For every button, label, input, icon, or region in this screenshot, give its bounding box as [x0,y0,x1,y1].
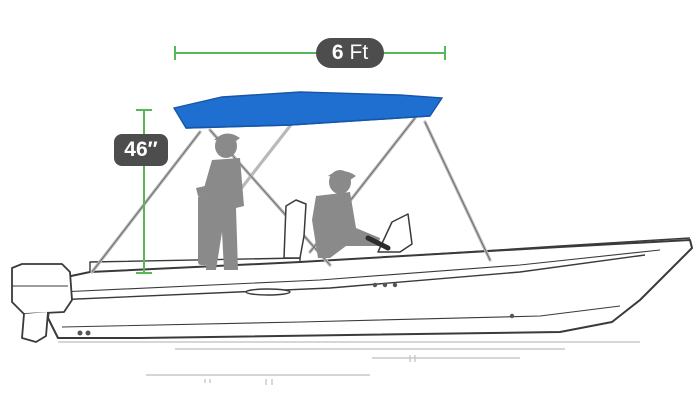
height-dimension-badge: 46″ [114,134,168,166]
height-value: 46″ [124,138,158,161]
width-unit: Ft [349,41,369,64]
hull-ports [77,282,515,336]
boat-hull [47,237,693,339]
canopy-hem [185,115,431,129]
width-value: 6 [331,41,344,64]
water-lines [58,341,640,385]
steering-wheel-icon [365,235,391,251]
driver-person-icon [312,170,380,258]
center-console [283,199,413,259]
width-dimension-badge: 6 Ft [316,38,384,68]
standing-person-icon [196,133,244,270]
width-dimension-line [174,46,446,60]
bimini-canopy-icon [172,91,444,129]
outboard-motor-icon [11,263,73,343]
